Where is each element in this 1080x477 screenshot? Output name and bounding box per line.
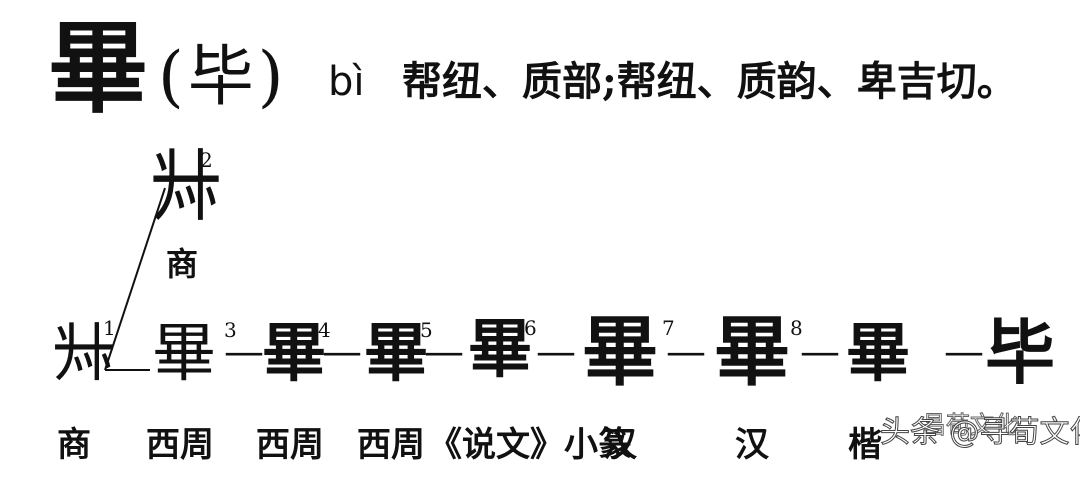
variant-6-number: 6 <box>524 316 537 340</box>
branch-line <box>104 187 166 371</box>
variant-5-number: 5 <box>420 318 433 342</box>
variant-8-glyph: 畢 <box>714 307 790 396</box>
variant-1-glyph: 𠦑 <box>52 317 116 391</box>
dash-2: — <box>322 329 362 375</box>
kaishu-glyph: 畢 <box>846 316 910 391</box>
variant-8-label: 汉 <box>735 425 769 465</box>
watermark-platform: 头条 <box>880 415 941 450</box>
variant-3-label: 西周 <box>146 425 214 465</box>
dash-6: — <box>800 329 840 375</box>
variant-6-glyph: 畢 <box>468 312 532 387</box>
variant-3-number: 3 <box>224 318 237 342</box>
variant-7-number: 7 <box>662 316 675 340</box>
variant-4-label: 西周 <box>256 425 324 465</box>
headword-traditional: 畢 <box>48 9 148 127</box>
variant-1-number: 1 <box>103 316 116 340</box>
dash-3: — <box>424 329 464 375</box>
phonology-note: 帮纽、质部;帮纽、质韵、卑吉切。 <box>402 58 1017 105</box>
simplified-glyph: 毕 <box>985 311 1055 394</box>
variant-3-glyph: 畢 <box>152 317 216 391</box>
variant-7-label: 汉 <box>603 425 637 465</box>
watermark: 头条 @寻荀文化 <box>880 415 1080 450</box>
watermark-top: 昌荀文化 <box>922 411 1019 439</box>
pinyin: bì <box>328 59 365 105</box>
variant-4-glyph: 畢 <box>262 316 326 391</box>
variant-4-number: 4 <box>318 318 331 342</box>
dash-1: — <box>224 329 264 375</box>
variant-5-glyph: 畢 <box>364 316 428 391</box>
variant-5-label: 西周 <box>357 425 425 465</box>
variant-2-glyph: 𠦑 <box>150 139 223 233</box>
dash-4: — <box>536 329 576 375</box>
variant-6-label: 《说文》小篆 <box>428 425 632 465</box>
variant-2-label: 商 <box>166 245 199 283</box>
variant-2-number: 2 <box>200 148 213 172</box>
watermark-account: @寻荀文化 <box>949 415 1080 450</box>
variant-8-number: 8 <box>790 316 803 340</box>
dash-5: — <box>666 329 706 375</box>
variant-7-glyph: 畢 <box>582 307 658 396</box>
kaishu-label: 楷 <box>848 425 882 465</box>
variant-1-label: 商 <box>57 425 91 465</box>
dash-7: — <box>944 329 984 375</box>
headword-simplified: (毕) <box>158 38 288 115</box>
